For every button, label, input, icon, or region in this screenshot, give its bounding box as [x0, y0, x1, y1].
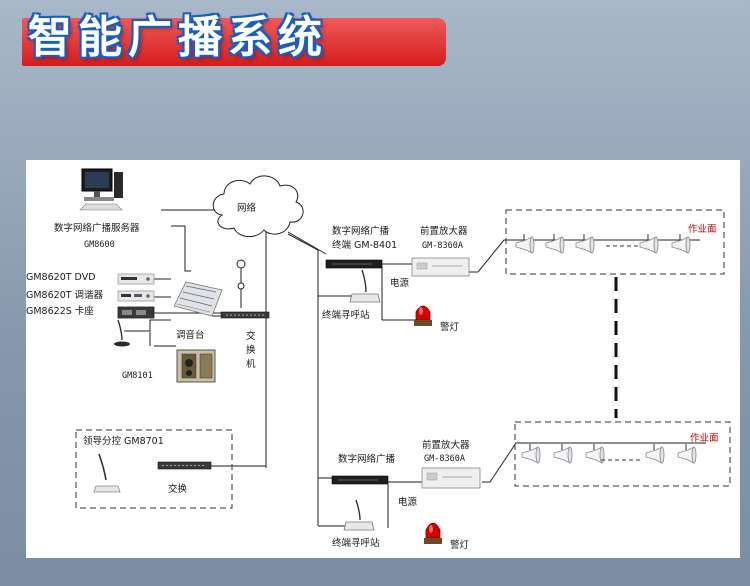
power-bottom-label: 电源 [398, 497, 418, 508]
alarm-bottom-label: 警灯 [450, 540, 470, 551]
line-network-terminal-top [287, 231, 327, 255]
alarm-top-label: 警灯 [440, 322, 460, 333]
callstation-top-label: 终端寻呼站 [322, 310, 370, 321]
server-model-label: GM8600 [84, 240, 115, 250]
preamp-bottom-label: 前置放大器 [422, 440, 470, 451]
horn-speaker-icon [639, 234, 659, 254]
work-area-box-top [505, 209, 725, 275]
network-cloud-icon [212, 175, 304, 237]
horn-speaker-icon [521, 444, 541, 464]
terminal-top-line2: 终端 GM-8401 [332, 240, 398, 251]
computer-server-icon [79, 168, 123, 211]
horn-speaker-icon [553, 444, 573, 464]
leader-switch-label: 交换 [168, 484, 188, 495]
tuner-label: GM8620T 调谐器 [26, 290, 104, 301]
terminal-top-line1: 数字网络广播 [332, 226, 390, 237]
line-preamp-speakers-bottom [482, 442, 526, 483]
leader-control-box [75, 429, 233, 509]
horn-speaker-icon [671, 234, 691, 254]
speaker-cabinet-icon [176, 349, 216, 383]
horn-speaker-icon [585, 444, 605, 464]
antenna-icon [236, 259, 246, 290]
work-area-box-bottom [514, 421, 731, 487]
cassette-label: GM8622S 卡座 [26, 306, 94, 317]
work-area-bottom-label: 作业面 [690, 433, 719, 444]
mic-model-label: GM8101 [122, 371, 153, 381]
page-title: 智能广播系统 [28, 12, 328, 63]
terminal-device-bottom-icon [331, 475, 389, 485]
preamp-top-icon [411, 257, 470, 277]
dvd-label: GM8620T DVD [26, 272, 96, 283]
power-top-label: 电源 [390, 278, 410, 289]
network-switch-icon [220, 311, 270, 319]
horn-speaker-icon [575, 234, 595, 254]
line-mic [124, 319, 171, 332]
trunk-line [287, 233, 332, 479]
horn-speakers-bottom [521, 444, 697, 464]
server-name-label: 数字网络广播服务器 [54, 223, 140, 234]
switch-vertical-label: 交换机 [246, 331, 256, 370]
terminal-bottom-label: 数字网络广播 [338, 454, 396, 465]
horn-speakers-top [515, 234, 691, 254]
cassette-deck-icon [117, 306, 155, 319]
preamp-top-model-label: GM-8360A [422, 241, 463, 251]
title-banner [22, 18, 446, 66]
leader-switch-icon [157, 461, 212, 470]
line-server-mixer [171, 225, 191, 272]
preamp-bottom-icon [421, 467, 481, 489]
network-label: 网络 [237, 203, 257, 214]
preamp-bottom-model-label: GM-8360A [424, 454, 465, 464]
horn-speaker-icon [545, 234, 565, 254]
terminal-device-top-icon [325, 259, 383, 269]
preamp-top-label: 前置放大器 [420, 226, 468, 237]
network-diagram [75, 168, 731, 544]
callstation-bottom-label: 终端寻呼站 [332, 538, 380, 549]
callstation-top-icon [349, 269, 381, 303]
callstation-bottom-icon [343, 499, 375, 531]
leader-microphone-icon [93, 453, 121, 493]
mixer-label: 调音台 [176, 330, 205, 341]
diagram-panel: 数字网络广播服务器 GM8600 网络 GM8620T DVD GM8620T … [26, 160, 740, 558]
horn-speaker-icon [677, 444, 697, 464]
work-area-top-label: 作业面 [688, 224, 717, 235]
line-preamp-speakers-top [469, 239, 516, 273]
horn-speaker-icon [515, 234, 535, 254]
dvd-player-icon [117, 273, 155, 285]
desk-microphone-icon [114, 319, 130, 347]
alarm-light-top-icon [414, 305, 432, 326]
tuner-icon [117, 290, 155, 302]
alarm-light-bottom-icon [424, 522, 442, 544]
leader-control-label: 领导分控 GM8701 [83, 436, 164, 447]
horn-speaker-icon [645, 444, 665, 464]
mixer-console-icon [173, 281, 223, 317]
